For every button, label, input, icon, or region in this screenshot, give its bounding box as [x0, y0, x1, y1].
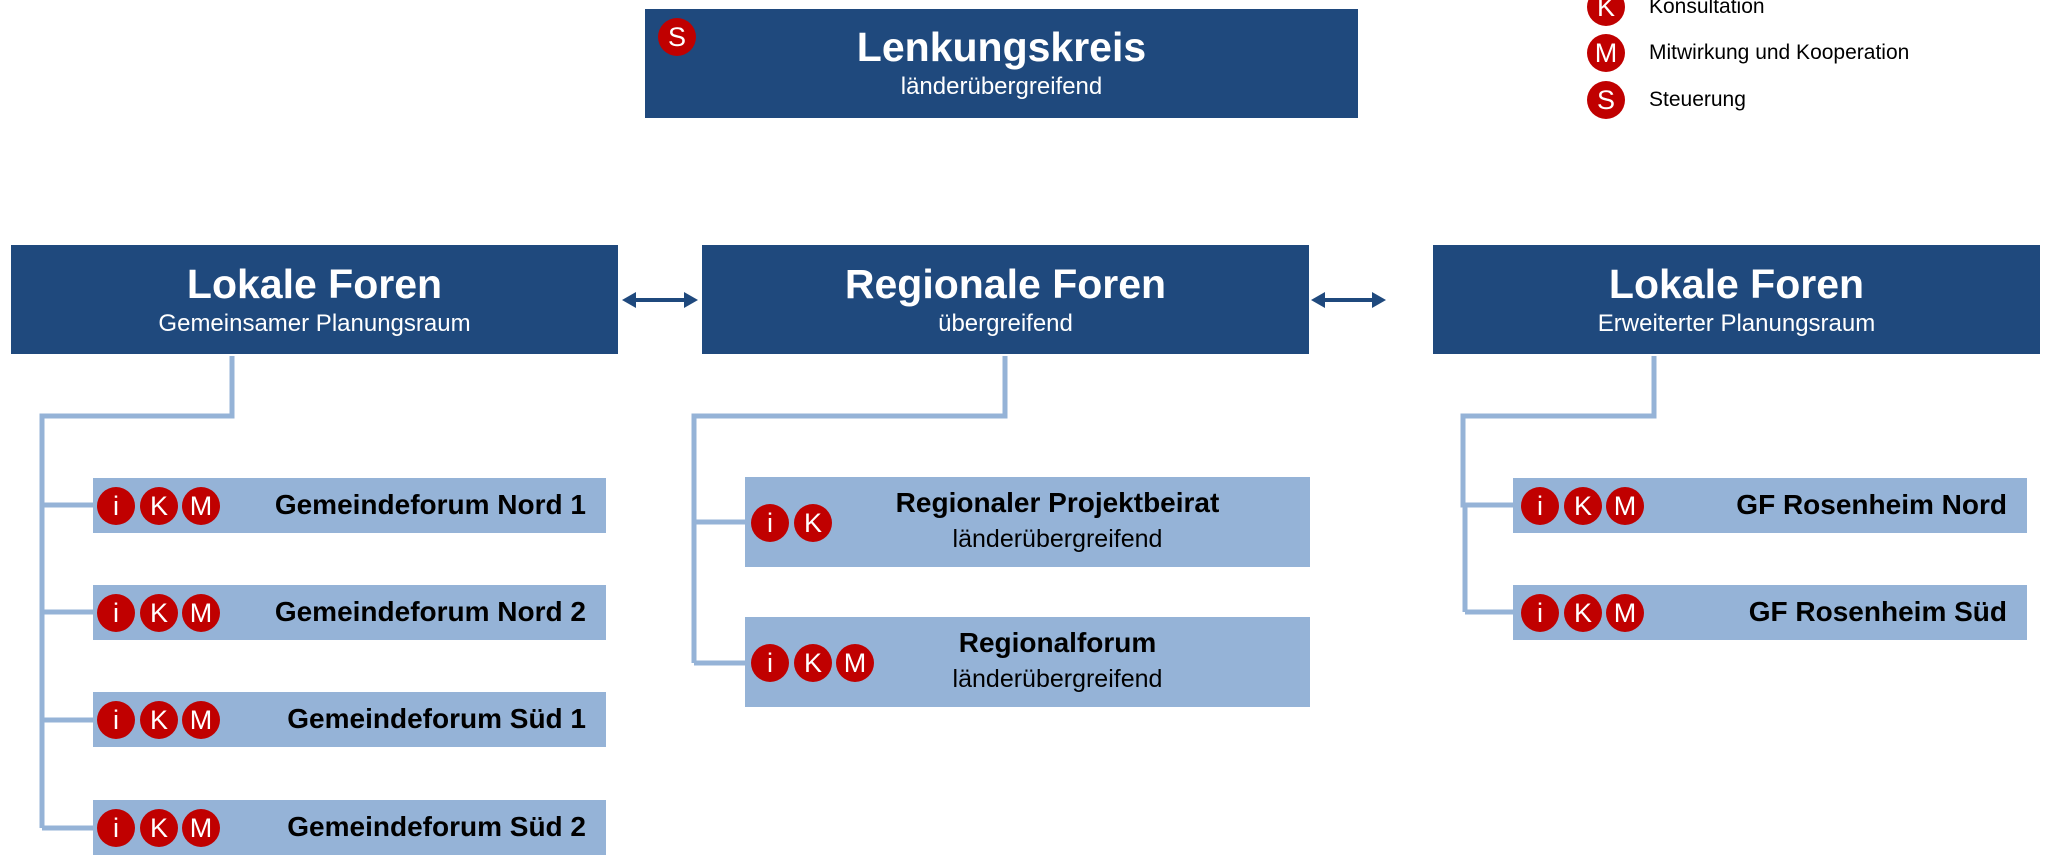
- info-badge: i: [97, 809, 135, 847]
- legend-label-m: Mitwirkung und Kooperation: [1649, 41, 1910, 64]
- lenkungskreis-box: S Lenkungskreis länderübergreifend: [645, 9, 1358, 118]
- center-header-subtitle: übergreifend: [938, 310, 1073, 337]
- lenkungskreis-badge: S: [658, 18, 696, 56]
- right-item-1: i K M GF Rosenheim Nord: [1513, 478, 2027, 533]
- mitwirkung-badge: M: [836, 644, 874, 682]
- left-item-4-title: Gemeindeforum Süd 2: [287, 811, 586, 842]
- info-badge: i: [97, 701, 135, 739]
- left-header-box: Lokale Foren Gemeinsamer Planungsraum: [11, 245, 618, 354]
- info-badge: i: [97, 487, 135, 525]
- right-header-box: Lokale Foren Erweiterter Planungsraum: [1433, 245, 2040, 354]
- left-item-3-title: Gemeindeforum Süd 1: [287, 703, 586, 734]
- konsultation-badge: K: [1564, 594, 1602, 632]
- legend-label-s: Steuerung: [1649, 88, 1746, 111]
- left-item-2-title: Gemeindeforum Nord 2: [274, 596, 586, 627]
- mitwirkung-badge: M: [1606, 594, 1644, 632]
- center-header-box: Regionale Foren übergreifend: [702, 245, 1309, 354]
- left-header-subtitle: Gemeinsamer Planungsraum: [158, 310, 471, 337]
- konsultation-badge: K: [794, 644, 832, 682]
- lenkungskreis-subtitle: länderübergreifend: [900, 73, 1103, 100]
- mitwirkung-badge: M: [182, 487, 220, 525]
- left-item-3: i K M Gemeindeforum Süd 1: [93, 692, 606, 747]
- lenkungskreis-title: Lenkungskreis: [856, 24, 1147, 70]
- center-item-1: i K Regionaler Projektbeirat länderüberg…: [745, 477, 1310, 567]
- info-badge: i: [751, 504, 789, 542]
- konsultation-badge: K: [1564, 487, 1602, 525]
- legend-badge-s: S: [1587, 81, 1625, 119]
- mitwirkung-badge: M: [1606, 487, 1644, 525]
- right-header-subtitle: Erweiterter Planungsraum: [1597, 310, 1876, 337]
- arrow-head-right-1: [684, 292, 698, 308]
- arrow-head-right-2: [1372, 292, 1386, 308]
- right-item-2-title: GF Rosenheim Süd: [1748, 596, 2007, 627]
- right-header-title: Lokale Foren: [1608, 261, 1865, 307]
- info-badge: i: [751, 644, 789, 682]
- right-item-2: i K M GF Rosenheim Süd: [1513, 585, 2027, 640]
- legend-label-k: Konsultation: [1649, 0, 1765, 18]
- mitwirkung-badge: M: [182, 594, 220, 632]
- center-tree-trunk: [691, 356, 1008, 663]
- konsultation-badge: K: [140, 701, 178, 739]
- konsultation-badge: K: [140, 809, 178, 847]
- mitwirkung-badge: M: [182, 809, 220, 847]
- center-item-1-subtitle: länderübergreifend: [952, 525, 1163, 553]
- right-tree-trunk: [1460, 356, 1657, 508]
- center-item-2: i K M Regionalforum länderübergreifend: [745, 617, 1310, 707]
- arrow-head-left-2: [1311, 292, 1325, 308]
- left-tree-trunk: [39, 356, 235, 828]
- left-item-1: i K M Gemeindeforum Nord 1: [93, 478, 606, 533]
- konsultation-badge: K: [794, 504, 832, 542]
- info-badge: i: [97, 594, 135, 632]
- center-item-2-title: Regionalforum: [958, 627, 1157, 658]
- legend-badge-m: M: [1587, 34, 1625, 72]
- center-header-title: Regionale Foren: [844, 261, 1167, 307]
- konsultation-badge: K: [140, 487, 178, 525]
- legend-badge-k: K: [1587, 0, 1625, 26]
- konsultation-badge: K: [140, 594, 178, 632]
- info-badge: i: [1521, 487, 1559, 525]
- left-item-4: i K M Gemeindeforum Süd 2: [93, 800, 606, 855]
- left-item-1-title: Gemeindeforum Nord 1: [274, 489, 586, 520]
- right-item-1-title: GF Rosenheim Nord: [1736, 489, 2007, 520]
- arrow-head-left-1: [622, 292, 636, 308]
- center-item-1-title: Regionaler Projektbeirat: [895, 487, 1220, 518]
- left-item-2: i K M Gemeindeforum Nord 2: [93, 585, 606, 640]
- mitwirkung-badge: M: [182, 701, 220, 739]
- info-badge: i: [1521, 594, 1559, 632]
- left-header-title: Lokale Foren: [186, 261, 443, 307]
- center-item-2-subtitle: länderübergreifend: [952, 665, 1163, 693]
